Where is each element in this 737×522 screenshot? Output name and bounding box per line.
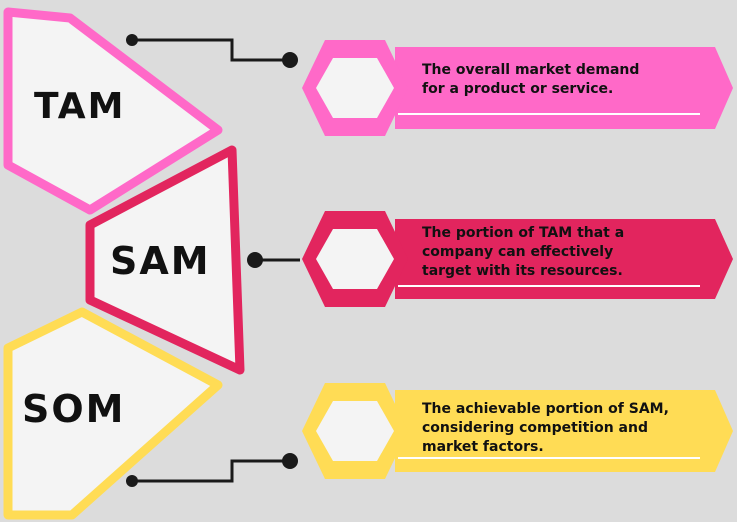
sam-description-line: company can effectively <box>422 244 614 260</box>
sam-description: The portion of TAM that a company can ef… <box>422 224 624 281</box>
sam-connector-dot <box>247 252 263 268</box>
tam-description-line: for a product or service. <box>422 81 614 97</box>
som-connector-dot-start <box>126 475 138 487</box>
som-description-line: The achievable portion of SAM, <box>422 401 669 417</box>
sam-description-line: The portion of TAM that a <box>422 225 625 241</box>
som-connector-dot-end <box>282 453 298 469</box>
som-banner <box>395 390 733 472</box>
tam-label: TAM <box>34 86 126 127</box>
tam-connector <box>132 38 290 62</box>
tam-description-line: The overall market demand <box>422 62 640 78</box>
sam-description-line: target with its resources. <box>422 263 623 279</box>
tam-connector-dot-end <box>282 52 298 68</box>
tam-hexagon-inner <box>316 58 394 118</box>
tam-banner <box>395 47 733 129</box>
som-connector <box>132 459 290 483</box>
som-hexagon-inner <box>316 401 394 461</box>
sam-banner <box>395 219 733 299</box>
tam-funnel-shape <box>3 7 223 215</box>
som-funnel-shape <box>3 307 223 520</box>
sam-funnel-shape <box>85 145 245 375</box>
som-description-line: considering competition and <box>422 420 648 436</box>
som-description-line: market factors. <box>422 439 544 455</box>
sam-hexagon-inner <box>316 229 394 289</box>
tam-connector-dot-start <box>126 34 138 46</box>
som-description: The achievable portion of SAM, consideri… <box>422 400 669 457</box>
som-label: SOM <box>22 387 126 431</box>
sam-label: SAM <box>110 239 211 283</box>
tam-description: The overall market demand for a product … <box>422 61 639 99</box>
